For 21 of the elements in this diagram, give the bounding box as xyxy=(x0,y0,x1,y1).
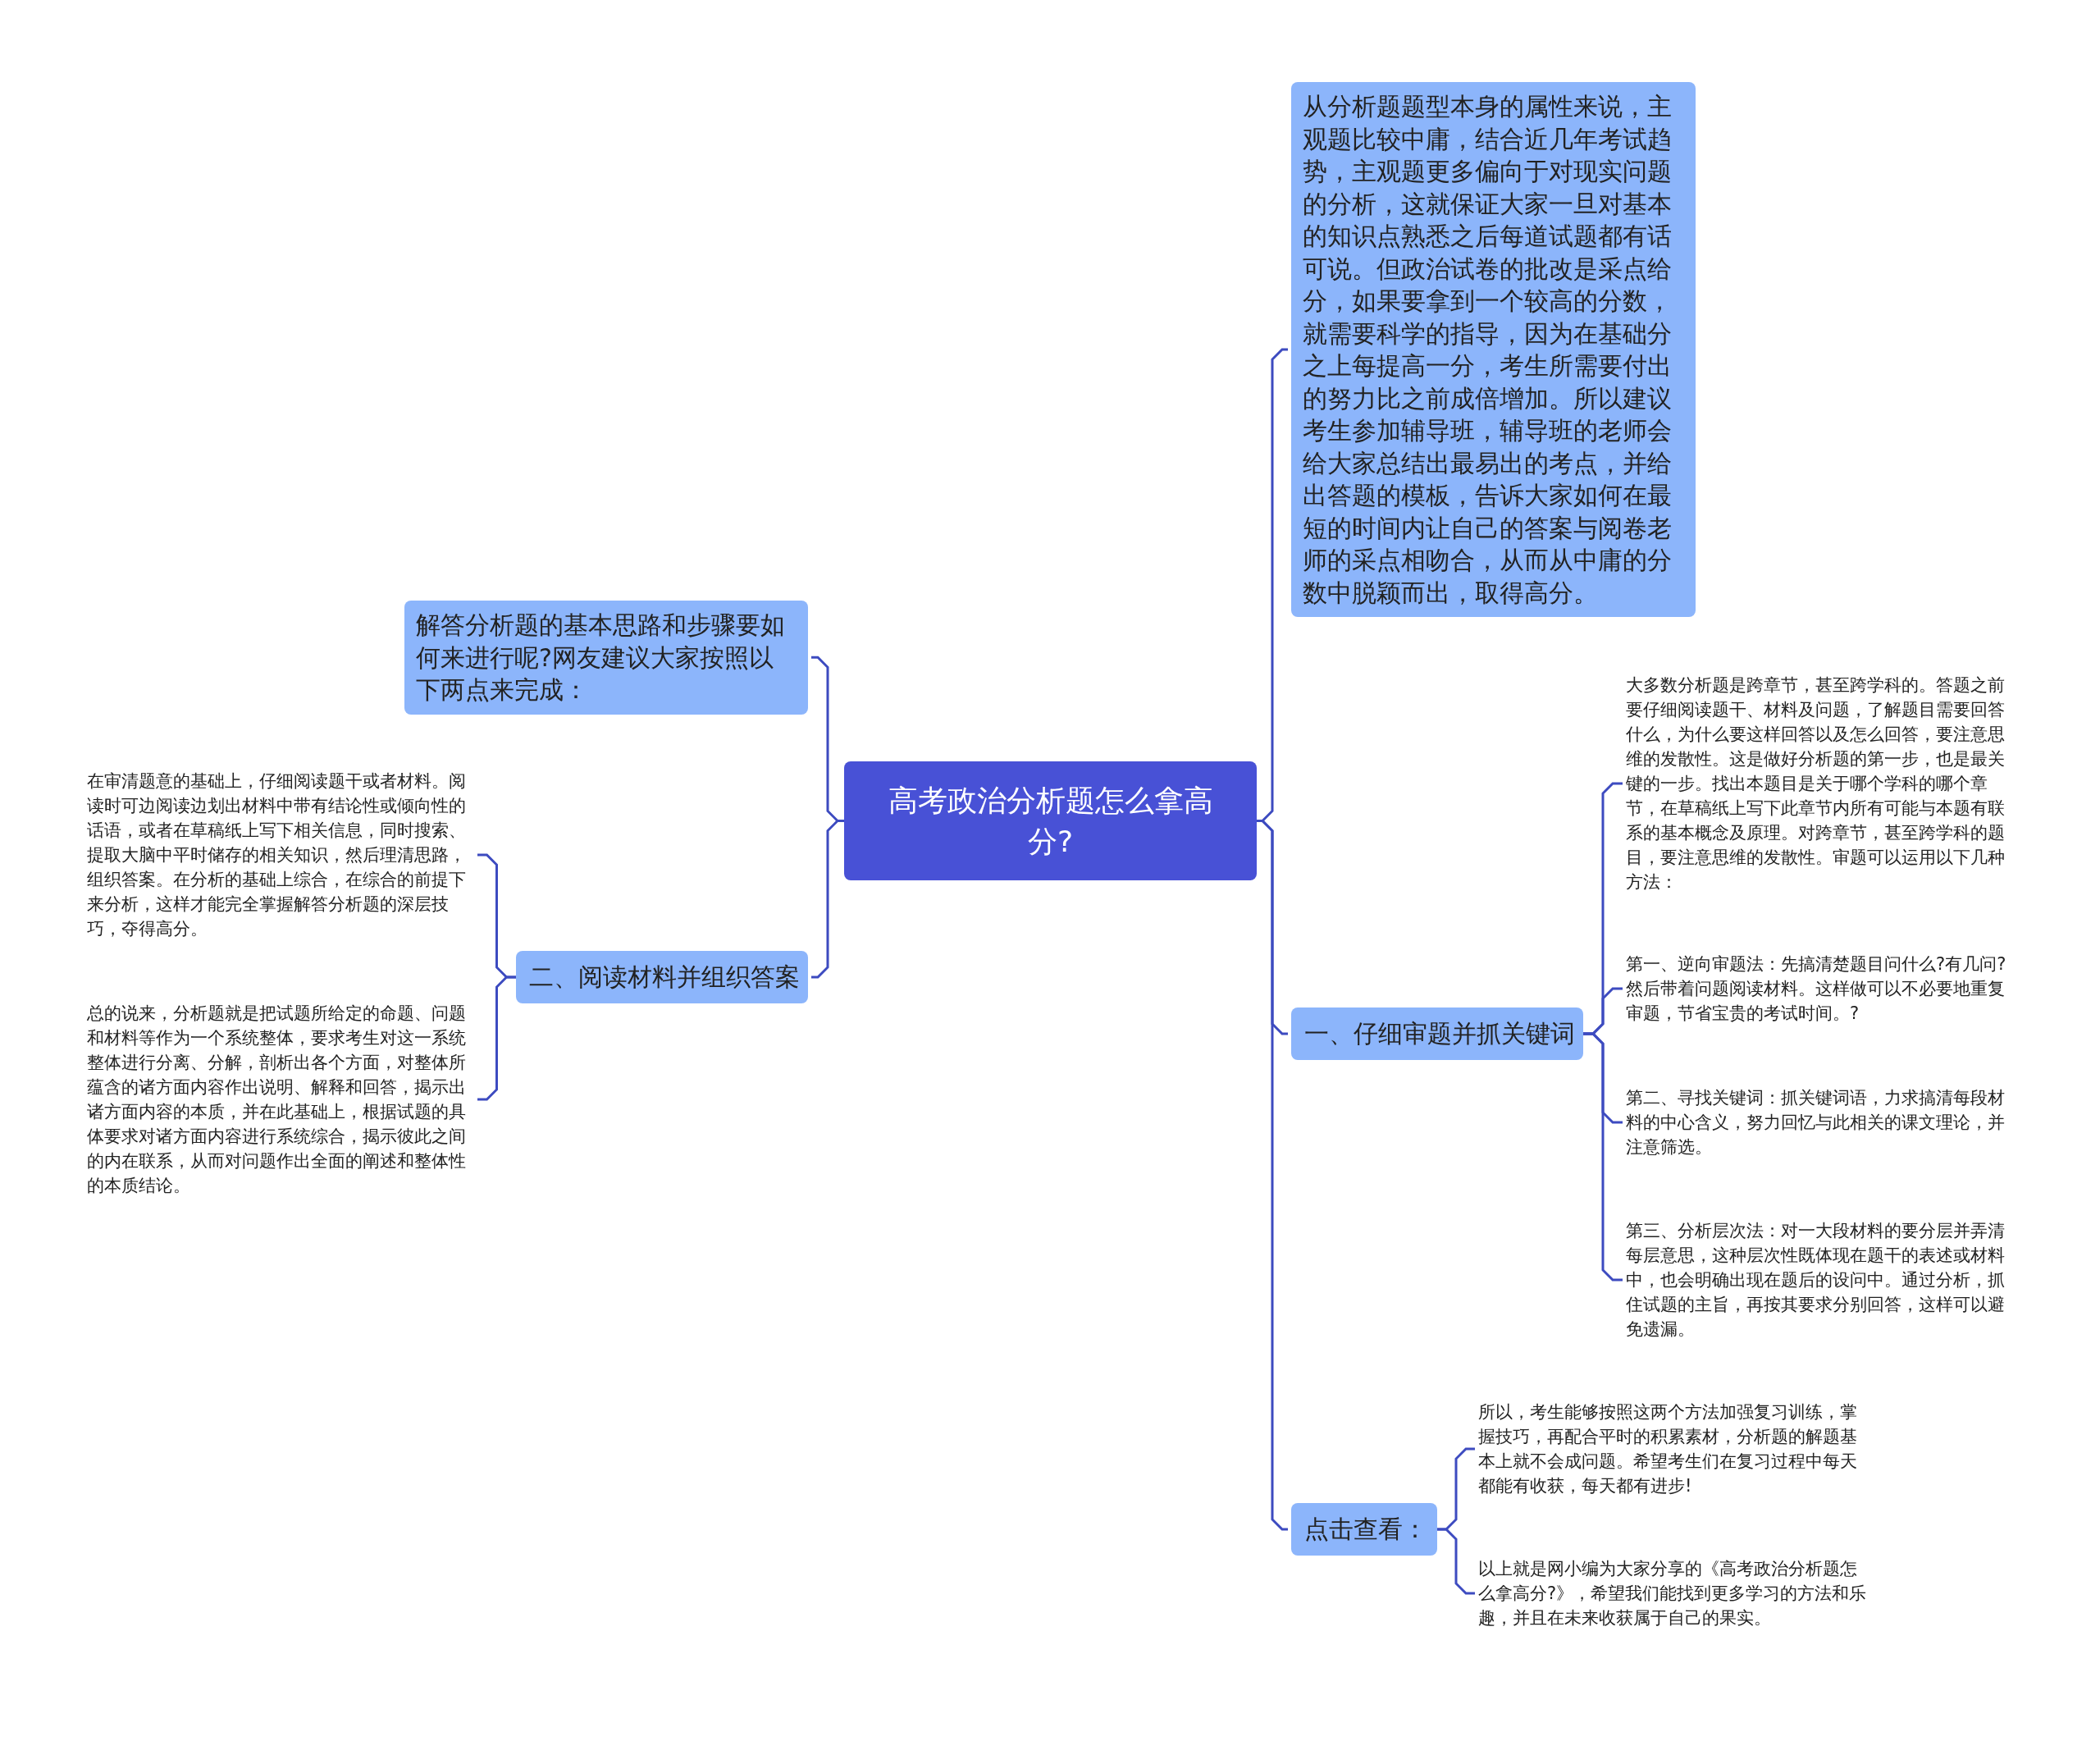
topic-box xyxy=(1291,1008,1583,1060)
topic-text: 点击查看： xyxy=(1304,1514,1424,1545)
note-text: 第二、寻找关键词：抓关键词语，力求搞清每段材料的中心含义，努力回忆与此相关的课文理论，并注意筛选。 xyxy=(1626,1085,2015,1159)
topic-box xyxy=(1291,1503,1437,1556)
note-text: 在审清题意的基础上，仔细阅读题干或者材料。阅读时可边阅读边划出材料中带有结论性或倾向性的话语，或者在草稿纸上写下相关信息，同时搜索、提取大脑中平时储存的相关知识，然后理清思路，组织答案。在分析的基础上综合，在综合的前提下来分析，这样才能完全掌握解答分析题的深层技巧，夺得高分。 xyxy=(87,769,474,941)
note-text: 以上就是网小编为大家分享的《高考政治分析题怎么拿高分?》，希望我们能找到更多学习的方法和乐趣，并且在未来收获属于自己的果实。 xyxy=(1478,1556,1867,1630)
connector-line xyxy=(1437,1528,1475,1595)
central-topic-text: 高考政治分析题怎么拿高分? xyxy=(887,782,1214,860)
note-text: 所以，考生能够按照这两个方法加强复习训练，掌握技巧，再配合平时的积累素材，分析题的解题基本上就不会成问题。希望考生们在复习过程中每天都能有收获，每天都有进步! xyxy=(1478,1400,1867,1498)
note-text: 第一、逆向审题法：先搞清楚题目问什么?有几问?然后带着问题阅读材料。这样做可以不必要地重复审题，节省宝贵的考试时间。? xyxy=(1626,952,2015,1026)
connector-line xyxy=(1583,1032,1623,1282)
note-text: 大多数分析题是跨章节，甚至跨学科的。答题之前要仔细阅读题干、材料及问题，了解题目需要回答什么，为什么要这样回答以及怎么回答，要注意思维的发散性。这是做好分析题的第一步，也是最关键的一步。找出本题目是关于哪个学科的哪个章节，在草稿纸上写下此章节内所有可能与本题有联系的基本概念及原理。对跨章节，甚至跨学科的题目，要注意思维的发散性。审题可以运用以下几种方法： xyxy=(1626,673,2015,894)
central-topic-box xyxy=(844,761,1257,880)
topic-box xyxy=(516,951,808,1003)
connector-line xyxy=(811,820,844,979)
topic-text: 解答分析题的基本思路和步骤要如何来进行呢?网友建议大家按照以下两点来完成： xyxy=(416,610,786,706)
note-text: 第三、分析层次法：对一大段材料的要分层并弄清每层意思，这种层次性既体现在题干的表述或材料中，也会明确出现在题后的设问中。通过分析，抓住试题的主旨，再按其要求分别回答，这样可以避免遗漏。 xyxy=(1626,1218,2015,1341)
note-text: 总的说来，分析题就是把试题所给定的命题、问题和材料等作为一个系统整体，要求考生对这一系统整体进行分离、分解，剖析出各个方面，对整体所蕴含的诸方面内容作出说明、解释和回答，揭示出诸方面内容的本质，并在此基础上，根据试题的具体要求对诸方面内容进行系统综合，揭示彼此之间的内在联系，从而对问题作出全面的阐述和整体性的本质结论。 xyxy=(87,1001,474,1198)
topic-box xyxy=(404,601,808,715)
topic-text: 从分析题题型本身的属性来说，主观题比较中庸，结合近几年考试趋势，主观题更多偏向于对现实问题的分析，这就保证大家一旦对基本的知识点熟悉之后每道试题都有话可说。但政治试卷的批改是采点给分，如果要拿到一个较高的分数，就需要科学的指导，因为在基础分之上每提高一分，考生所需要付出的努力比之前成倍增加。所以建议考生参加辅导班，辅导班的老师会给大家总结出最易出的考点，并给出答题的模板，告诉大家如何在最短的时间内让自己的答案与阅卷老师的采点相吻合，从而从中庸的分数中脱颖而出，取得高分。 xyxy=(1303,91,1673,609)
connector-line xyxy=(477,976,516,1101)
